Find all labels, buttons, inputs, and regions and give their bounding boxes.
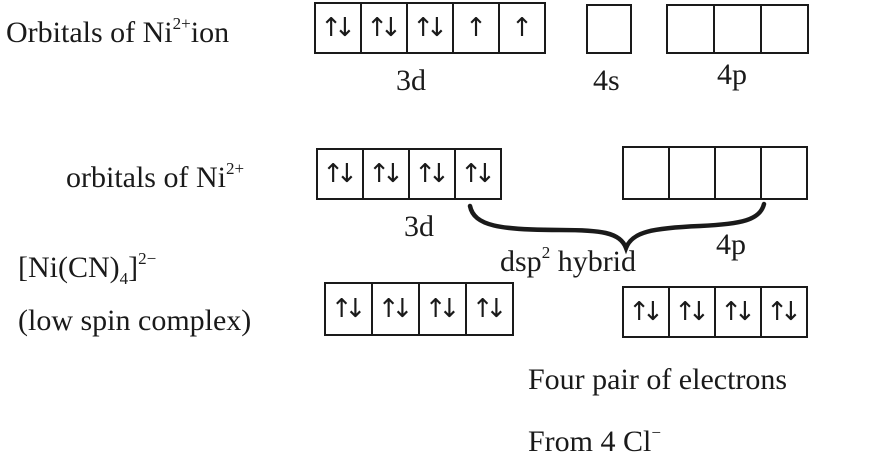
ion-4p-label: 4p — [717, 58, 747, 91]
ion-4p-boxes — [666, 4, 809, 54]
ion-species: Ni — [142, 16, 173, 49]
formula-subscript: 4 — [119, 269, 129, 288]
complex-formula: [Ni(CN)4]2− — [18, 250, 156, 287]
hybrid-dsp: dsp — [500, 245, 542, 278]
ion-label-text: Orbitals of — [6, 16, 136, 49]
orbital-box — [760, 146, 808, 200]
orbital-box: ↑↓ — [454, 148, 502, 200]
orbital-box — [760, 4, 809, 54]
complex-4p-label: 4p — [716, 228, 746, 261]
orbital-box: ↑ — [498, 2, 546, 54]
complex-3d-boxes: ↑↓↑↓↑↓↑↓ — [316, 148, 502, 200]
orbital-box: ↑↓ — [406, 2, 454, 54]
hybrid-word: hybrid — [557, 245, 637, 278]
formula-close: ] — [128, 251, 139, 284]
note-four-pairs: Four pair of electrons — [528, 363, 788, 396]
complex-orbitals-species: Ni — [195, 161, 226, 194]
ion-suffix: ion — [190, 16, 230, 49]
spin-label: (low spin complex) — [18, 304, 252, 337]
note-charge: − — [651, 423, 661, 442]
orbital-box: ↑↓ — [371, 282, 420, 336]
orbital-box: ↑↓ — [714, 286, 762, 338]
ion-charge: 2+ — [172, 14, 191, 33]
formula-charge: 2− — [138, 249, 157, 268]
orbital-box: ↑↓ — [324, 282, 373, 336]
hybrid-power: 2 — [541, 243, 551, 262]
orbital-box — [586, 4, 632, 54]
complex-filled-3d-boxes: ↑↓↑↓↑↓↑↓ — [324, 282, 514, 336]
ion-row-label: Orbitals of Ni2+ion — [6, 15, 229, 48]
ion-4s-label: 4s — [593, 64, 620, 97]
ion-4s-boxes — [586, 4, 632, 54]
note-from-ligands: From 4 Cl− — [528, 424, 661, 457]
hybrid-label: dsp2 hybrid — [500, 244, 636, 277]
note-from-text: From 4 Cl — [528, 425, 652, 458]
ion-3d-label: 3d — [396, 64, 426, 97]
ion-3d-boxes: ↑↓↑↓↑↓↑↑ — [314, 2, 546, 54]
orbital-box: ↑↓ — [668, 286, 716, 338]
formula-open: [Ni(CN) — [18, 251, 120, 284]
complex-3d-label: 3d — [404, 210, 434, 243]
orbital-box: ↑↓ — [418, 282, 467, 336]
orbital-box: ↑↓ — [465, 282, 514, 336]
orbital-box: ↑↓ — [622, 286, 670, 338]
complex-orbitals-label: orbitals of Ni2+ — [66, 160, 244, 193]
orbital-box: ↑↓ — [760, 286, 808, 338]
ligand-pair-boxes: ↑↓↑↓↑↓↑↓ — [622, 286, 808, 338]
complex-orbitals-charge: 2+ — [225, 159, 245, 178]
hybrid-brace-path — [467, 201, 767, 255]
complex-orbitals-text: orbitals of — [66, 161, 189, 194]
complex-hybrid-boxes — [622, 146, 808, 200]
